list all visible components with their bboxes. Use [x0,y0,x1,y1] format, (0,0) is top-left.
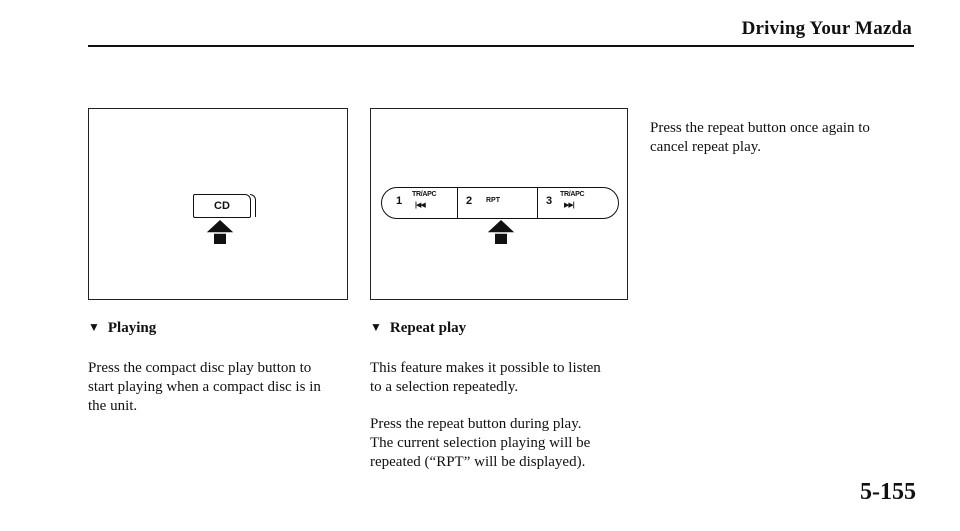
repeat-label: RPT [486,197,500,204]
text-line: This feature makes it possible to listen [370,360,601,376]
track-forward-button: 3 TR/APC ▶▶| [538,188,618,218]
playing-paragraph: Press the compact disc play button to st… [88,359,321,416]
text-line: repeated (“RPT” will be displayed). [370,454,586,470]
button-top-label: TR/APC [412,191,437,198]
skip-forward-icon: ▶▶| [564,202,575,209]
text-line: to a selection repeatedly. [370,379,519,395]
skip-back-icon: |◀◀ [415,202,426,209]
triangle-marker-icon: ▼ [88,320,100,334]
button-number: 2 [466,195,473,207]
heading-playing: ▼ Playing [88,320,156,337]
triangle-marker-icon: ▼ [370,320,382,334]
cd-button-label: CD [214,200,230,212]
figure-repeat-panel: 1 TR/APC |◀◀ 2 RPT 3 TR/APC ▶▶| [370,108,628,300]
text-line: cancel repeat play. [650,139,762,155]
text-line: the unit. [88,398,138,414]
text-line: start playing when a compact disc is in [88,379,321,395]
text-line: The current selection playing will be [370,435,591,451]
heading-playing-text: Playing [107,320,157,336]
button-panel: 1 TR/APC |◀◀ 2 RPT 3 TR/APC ▶▶| [381,187,619,219]
repeat-paragraph-2: Press the repeat button during play. The… [370,415,590,472]
page-number: 5-155 [860,479,916,505]
text-line: Press the repeat button during play. [370,416,582,432]
cd-button: CD [193,194,256,218]
heading-repeat-play: ▼ Repeat play [370,320,466,337]
track-back-button: 1 TR/APC |◀◀ [382,188,457,218]
button-top-label: TR/APC [560,191,585,198]
figure-cd-button: CD [88,108,348,300]
press-arrow-icon [487,220,515,244]
header-rule [88,45,914,47]
heading-repeat-text: Repeat play [389,320,467,336]
text-line: Press the repeat button once again to [650,120,870,136]
cancel-paragraph: Press the repeat button once again to ca… [650,119,870,157]
page-header-title: Driving Your Mazda [741,18,912,39]
press-arrow-icon [206,220,234,244]
button-number: 3 [546,195,553,207]
button-number: 1 [396,195,403,207]
text-line: Press the compact disc play button to [88,360,312,376]
repeat-paragraph-1: This feature makes it possible to listen… [370,359,601,397]
repeat-button: 2 RPT [457,188,538,218]
